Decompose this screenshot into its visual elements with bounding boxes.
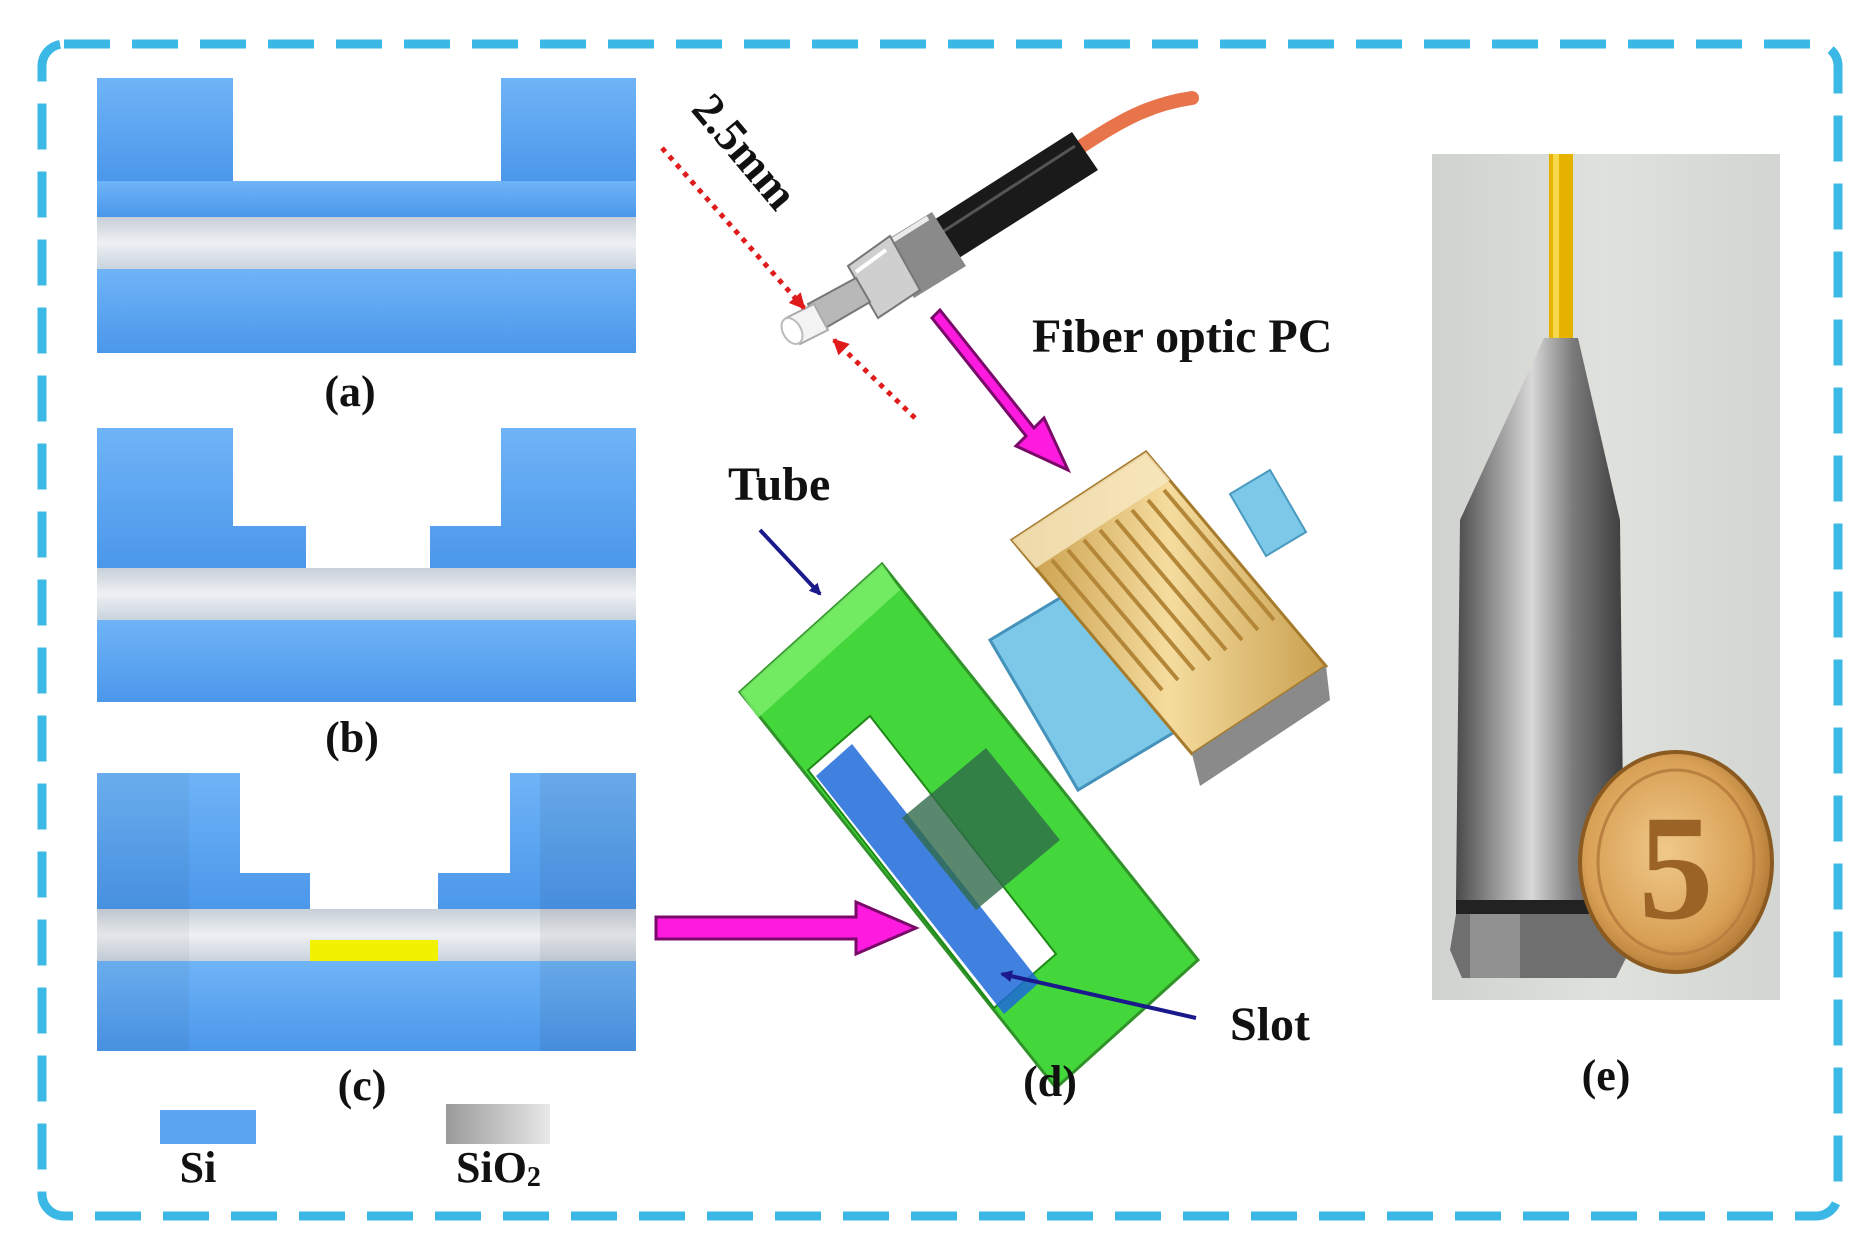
panel-b-cross-section (97, 428, 636, 702)
dimension-label: 2.5mm (682, 84, 807, 220)
panel-d-assembly (737, 450, 1330, 1091)
panel-d-label: (d) (1023, 1057, 1077, 1106)
slot-label: Slot (1230, 998, 1310, 1051)
steel-probe (1456, 338, 1624, 900)
knurled-cap (1009, 450, 1330, 786)
panel-c-label: (c) (338, 1061, 387, 1110)
dimension-arrow-lower (832, 338, 917, 420)
panel-e-photo: 5 (1432, 154, 1780, 1000)
tube-pointer-arrow (758, 528, 822, 596)
fiber-connector-image (780, 91, 1199, 346)
coin: 5 (1578, 750, 1774, 974)
legend-si-swatch (160, 1110, 256, 1144)
tube-label: Tube (728, 458, 830, 511)
green-tube (737, 561, 1201, 1091)
legend-sio2-label: SiO2 (456, 1143, 541, 1193)
legend-si-label: Si (180, 1143, 217, 1192)
panel-b-label: (b) (325, 713, 379, 762)
arrow-connector-to-assembly (929, 307, 1072, 474)
panel-c-cross-section (97, 773, 636, 1051)
dimension-arrow-upper (660, 146, 806, 310)
yellow-fiber (1549, 154, 1573, 344)
panel-a-label: (a) (324, 367, 375, 416)
arrow-c-to-d (654, 899, 920, 957)
panel-a-cross-section (97, 78, 636, 353)
coin-numeral: 5 (1639, 785, 1714, 951)
slot-pointer-arrow (1000, 970, 1197, 1020)
fiber-connector-label: Fiber optic PC (1032, 310, 1332, 363)
panel-e-label: (e) (1582, 1051, 1631, 1100)
legend-sio2-swatch (446, 1104, 550, 1144)
dashed-frame (37, 39, 1843, 1221)
